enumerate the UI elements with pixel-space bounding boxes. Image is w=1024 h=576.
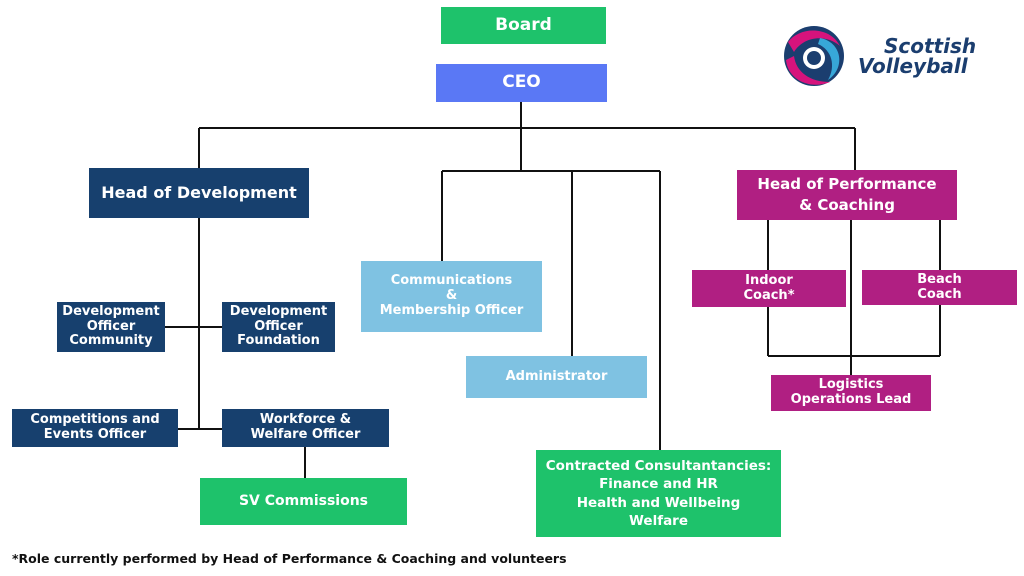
node-line: Coach* [743, 287, 795, 303]
node-line: Finance and HR [599, 476, 718, 493]
logo-wordmark: Scottish Volleyball [858, 36, 976, 76]
node-line: Officer [86, 318, 136, 334]
node-development-officer-foundation: Development Officer Foundation [222, 302, 335, 352]
footnote: *Role currently performed by Head of Per… [12, 551, 567, 566]
node-line: Events Officer [43, 427, 147, 442]
node-ceo-label: CEO [502, 72, 541, 93]
node-administrator-label: Administrator [505, 368, 608, 384]
node-line: Development [229, 303, 328, 319]
node-line: Welfare [629, 512, 688, 529]
node-line: Development [62, 303, 160, 319]
node-competitions-events-officer: Competitions and Events Officer [12, 409, 178, 447]
node-line: Welfare Officer [250, 427, 361, 442]
node-beach-coach: Beach Coach [862, 270, 1017, 305]
node-line: & Coaching [799, 196, 895, 214]
node-line: Operations Lead [790, 392, 912, 407]
node-communications-membership-officer: Communications & Membership Officer [361, 261, 542, 332]
node-head-of-development-label: Head of Development [101, 182, 297, 202]
node-line: Community [69, 333, 153, 349]
logo-line-scottish: Scottish [884, 34, 977, 58]
node-line: Workforce & [259, 412, 352, 428]
node-line: Indoor [745, 272, 793, 288]
node-indoor-coach: Indoor Coach* [692, 270, 846, 307]
node-line: Beach [917, 271, 962, 287]
node-line: Foundation [237, 333, 320, 349]
node-sv-commissions-label: SV Commissions [238, 493, 369, 510]
node-head-of-development: Head of Development [89, 168, 309, 218]
node-ceo: CEO [436, 64, 607, 102]
node-sv-commissions: SV Commissions [200, 478, 407, 525]
node-line: Contracted Consultantancies: [545, 458, 772, 475]
node-line: Logistics [818, 377, 884, 393]
node-line: Membership Officer [379, 302, 524, 318]
node-development-officer-community: Development Officer Community [57, 302, 165, 352]
node-line: Officer [254, 318, 303, 334]
node-line: Health and Wellbeing [576, 494, 741, 511]
node-head-of-performance-coaching: Head of Performance & Coaching [737, 170, 957, 220]
node-board: Board [441, 7, 606, 44]
scottish-volleyball-logo [784, 26, 844, 86]
node-contracted-consultancies: Contracted Consultantancies: Finance and… [536, 450, 781, 537]
node-line: Head of Performance [757, 175, 937, 193]
node-workforce-welfare-officer: Workforce & Welfare Officer [222, 409, 389, 447]
node-line: Competitions and [30, 412, 160, 428]
node-line: Coach [917, 286, 962, 302]
node-line: Communications [390, 273, 513, 289]
logo-line-volleyball: Volleyball [858, 54, 968, 78]
node-logistics-operations-lead: Logistics Operations Lead [771, 375, 931, 411]
node-administrator: Administrator [466, 356, 647, 398]
node-line: & [445, 288, 458, 304]
node-board-label: Board [495, 14, 552, 35]
